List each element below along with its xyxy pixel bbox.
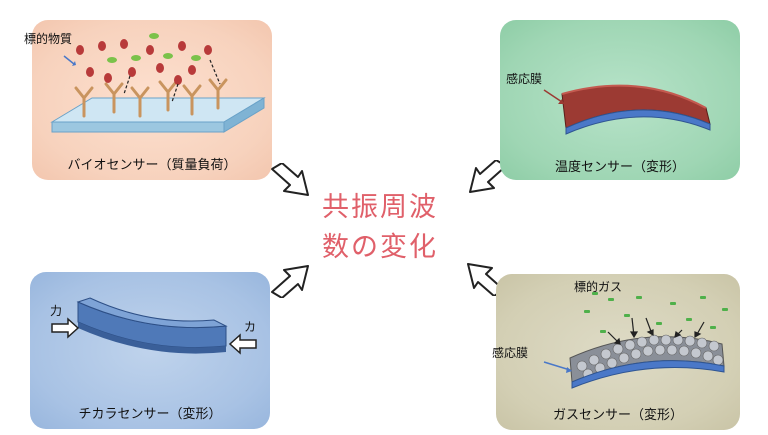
arrow-force-to-center-icon <box>271 265 309 298</box>
temperature-sensor-panel: 感応膜 温度センサー（変形） <box>500 20 740 180</box>
biosensor-caption: バイオセンサー（質量負荷） <box>67 158 237 173</box>
title-line-2: 数の変化 <box>322 232 438 263</box>
force-left-label: 力 <box>50 304 63 318</box>
force-sensor-illustration <box>51 297 257 355</box>
title-line-1: 共振周波 <box>322 192 438 223</box>
gas-sensor-caption: ガスセンサー（変形） <box>552 408 683 423</box>
gas-sensor-panel: 標的ガス 感応膜 ガスセンサー（変形） <box>492 274 740 430</box>
force-sensor-panel: 力 カ チカラセンサー（変形） <box>30 272 270 429</box>
arrow-gas-to-center-icon <box>467 263 505 296</box>
temperature-sensor-caption: 温度センサー（変形） <box>554 160 685 175</box>
arrow-bio-to-center-icon <box>271 163 309 196</box>
biosensor-illustration <box>50 33 266 133</box>
force-sensor-caption: チカラセンサー（変形） <box>78 407 222 422</box>
temp-film-label: 感応膜 <box>506 72 543 86</box>
temperature-sensor-illustration <box>543 84 711 135</box>
gas-film-label: 感応膜 <box>492 346 529 360</box>
resonance-frequency-change-title: 共振周波 数の変化 <box>300 188 460 268</box>
bio-target-label: 標的物質 <box>24 32 73 46</box>
gas-target-label: 標的ガス <box>574 280 623 294</box>
arrow-temp-to-center-icon <box>469 160 507 193</box>
gas-sensor-illustration <box>543 292 728 389</box>
biosensor-panel: 標的物質 バイオセンサー（質量負荷） <box>24 20 272 180</box>
force-right-label: カ <box>244 320 257 334</box>
